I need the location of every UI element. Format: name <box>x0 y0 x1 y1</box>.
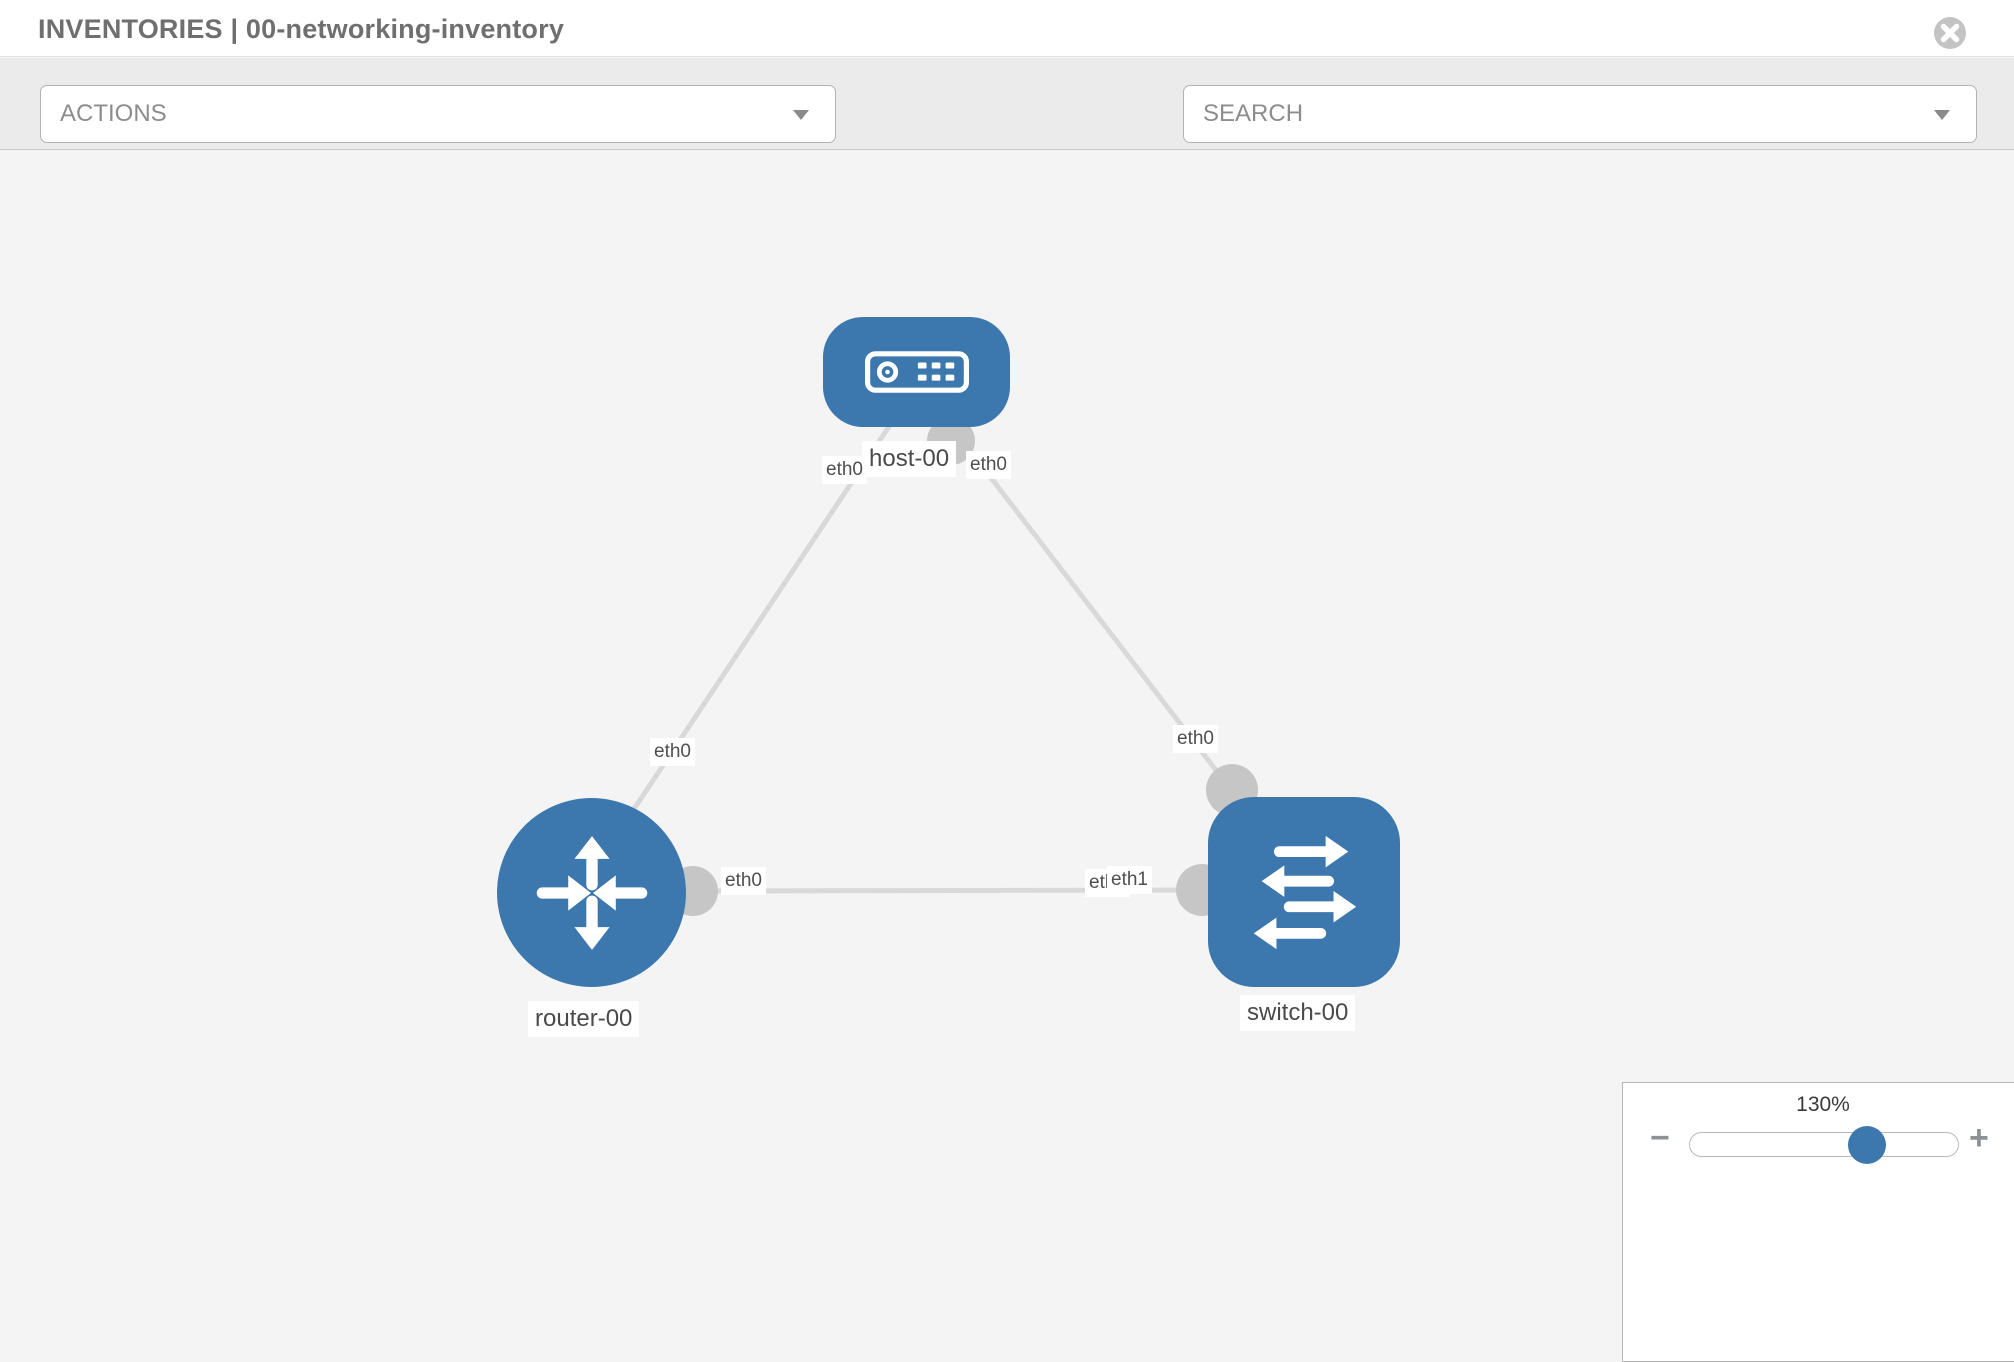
node-label-router: router-00 <box>528 1001 640 1037</box>
router-icon <box>536 835 647 950</box>
panel-header: INVENTORIES | 00-networking-inventory <box>0 0 2014 57</box>
node-router-00[interactable] <box>497 798 686 987</box>
topology-canvas[interactable]: host-00 router-00 switch-00 eth0 eth0 et… <box>0 150 2014 1362</box>
search-placeholder: SEARCH <box>1203 100 1304 127</box>
links-layer <box>597 408 1258 916</box>
node-label-host: host-00 <box>862 441 957 477</box>
close-button[interactable] <box>1928 11 1972 55</box>
link-host-router <box>597 408 903 862</box>
actions-dropdown-label: ACTIONS <box>60 100 167 127</box>
page-title: INVENTORIES | 00-networking-inventory <box>38 14 565 44</box>
iface-label-host-eth0-right: eth0 <box>966 451 1011 479</box>
zoom-control-panel: 130% − + <box>1622 1082 2014 1362</box>
zoom-out-button[interactable]: − <box>1650 1119 1670 1157</box>
iface-label-router-eth0-top: eth0 <box>650 738 695 766</box>
iface-label-router-eth0-port: eth0 <box>721 867 766 895</box>
switch-icon <box>1253 835 1357 950</box>
iface-label-switch-eth1: eth1 <box>1107 866 1152 894</box>
node-switch-00[interactable] <box>1208 797 1400 987</box>
chevron-down-icon <box>793 110 809 120</box>
zoom-slider-track[interactable] <box>1689 1126 1959 1164</box>
zoom-level-value: 130% <box>1796 1093 1850 1116</box>
search-dropdown[interactable]: SEARCH <box>1183 85 1977 143</box>
actions-dropdown[interactable]: ACTIONS <box>40 85 836 143</box>
toolbar: ACTIONS SEARCH <box>0 58 2014 191</box>
zoom-in-button[interactable]: + <box>1969 1119 1989 1157</box>
iface-label-host-eth0-left: eth0 <box>822 456 867 484</box>
host-icon <box>864 351 969 393</box>
close-icon <box>1934 17 1966 49</box>
chevron-down-icon <box>1934 110 1950 120</box>
zoom-slider-thumb[interactable] <box>1848 1126 1886 1164</box>
node-label-switch: switch-00 <box>1240 995 1356 1031</box>
iface-label-switch-eth0-top: eth0 <box>1173 725 1218 753</box>
node-host-00[interactable] <box>823 317 1010 427</box>
